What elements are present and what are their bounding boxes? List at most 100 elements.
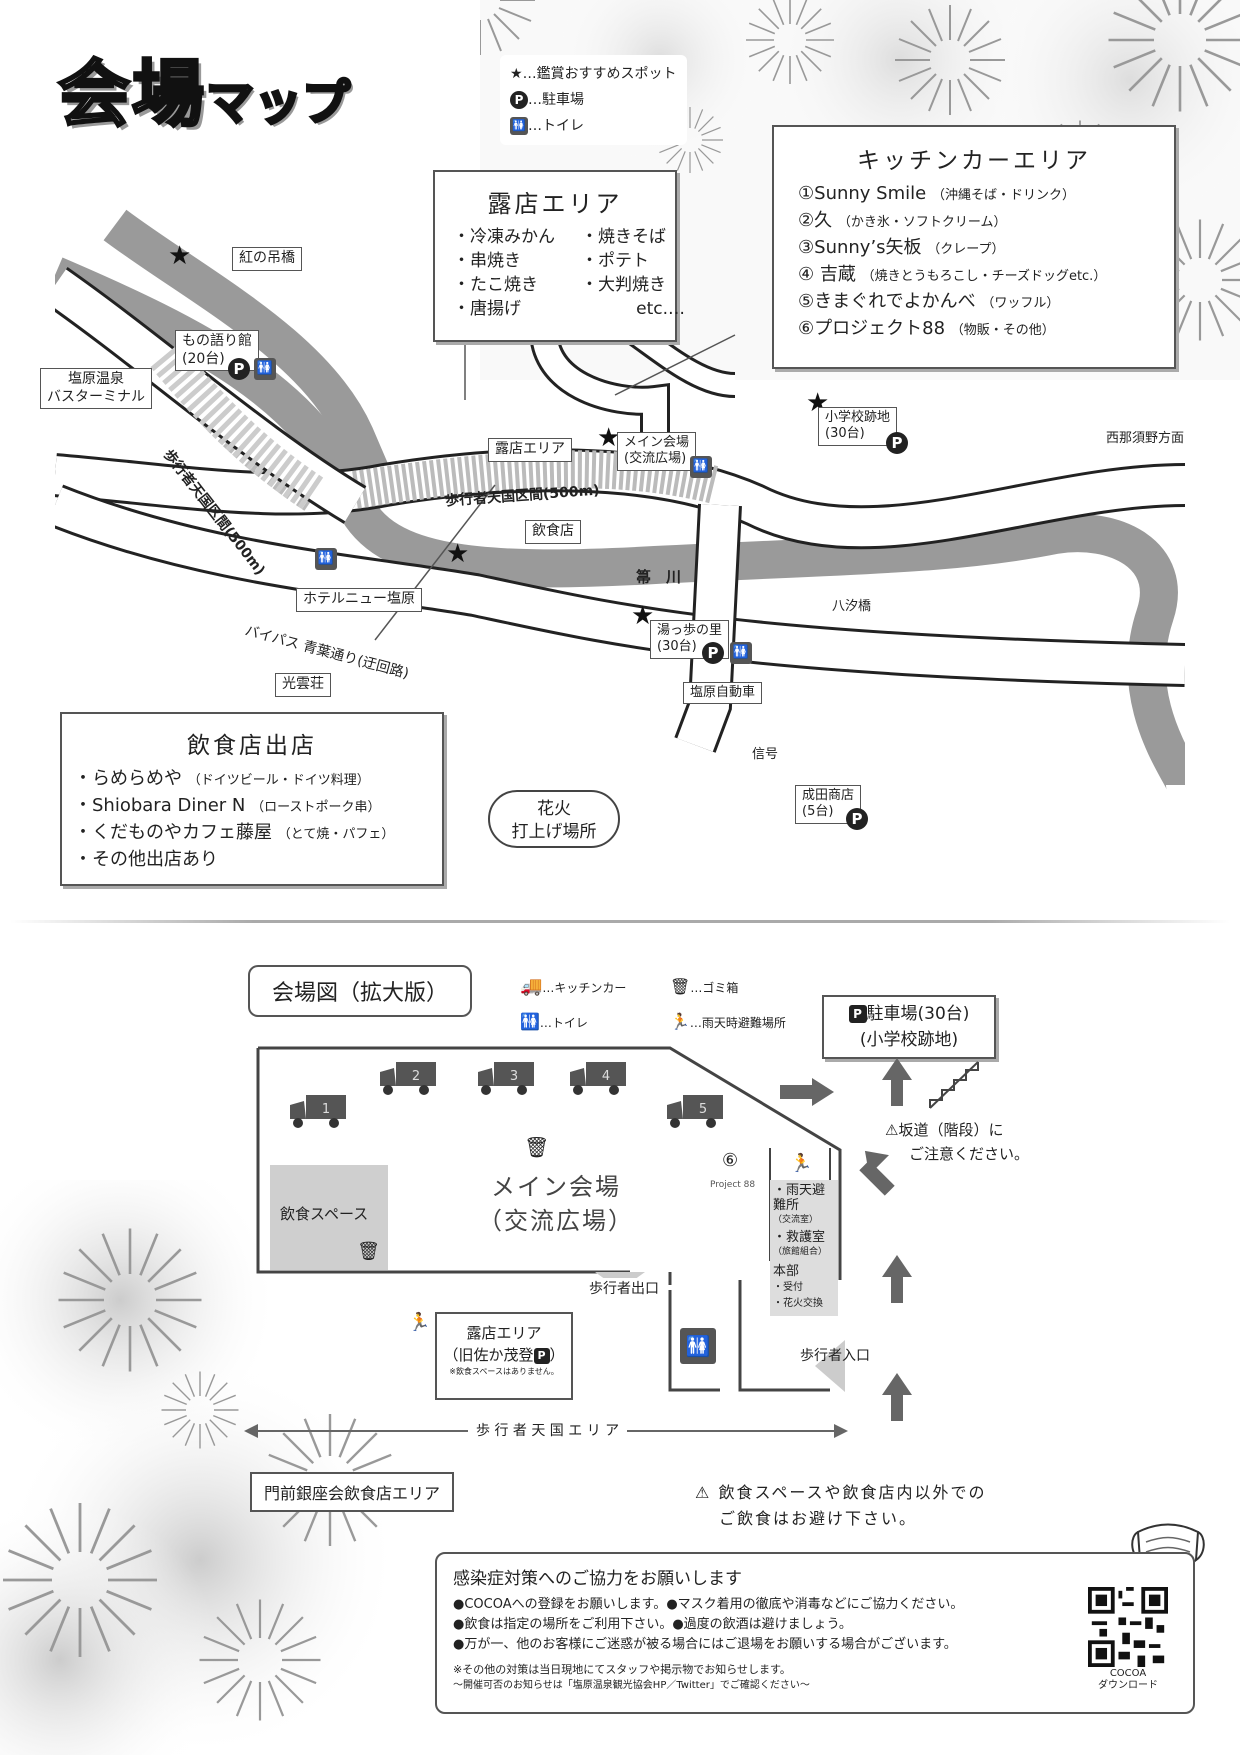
stairs-icon [929, 1061, 979, 1109]
car-dealer-label: 塩原自動車 [683, 682, 763, 705]
page-title: 会場マップ [56, 35, 352, 140]
kitchen-item: ①Sunny Smile （沖縄そば・ドリンク） [798, 183, 1075, 204]
roten-title: 露店エリア [487, 190, 623, 218]
main-venue-label: メイン会場(交流広場) [617, 432, 697, 471]
project88-number: ⑥ [722, 1150, 739, 1171]
parking-icon: P [886, 432, 908, 454]
kitchen-car-box: キッチンカーエリア ①Sunny Smile （沖縄そば・ドリンク） ②久 （か… [772, 125, 1176, 369]
legend-evacuation: 🏃…雨天時避難場所 [670, 1012, 786, 1031]
toilet-icon: 🚻 [315, 548, 337, 570]
signal-label: 信号 [752, 747, 779, 762]
pedestrian-exit: 歩行者出口 [585, 1278, 663, 1298]
title-sub: マップ [205, 74, 352, 133]
kitchen-item: ④ 吉蔵 （焼きとうもろこし・チーズドッグetc.） [798, 264, 1107, 285]
roten-item: ・ポテト [581, 251, 649, 271]
restaurant-item: ・くだものやカフェ藤屋 （とて焼・パフェ） [74, 822, 395, 843]
yutsubo-label: 湯っ歩の里(30台) [650, 620, 730, 659]
arrow-right-head [812, 1078, 834, 1106]
roten-item: ・串焼き [453, 251, 521, 271]
kitchen-car-3: 3 [478, 1062, 534, 1095]
arrow-left-head [244, 1424, 258, 1438]
star-icon: ★ [446, 539, 470, 569]
area-map [55, 209, 1185, 791]
monzen-label: 門前銀座会飲食店エリア [250, 1472, 455, 1512]
kitchen-item: ②久 （かき氷・ソフトクリーム） [798, 210, 1007, 231]
main-venue-title: メイン会場（交流広場） [478, 1173, 634, 1235]
map-legend: ★…鑑賞おすすめスポット P…駐車場 🚻…トイレ [500, 55, 687, 145]
project88-label: Project 88 [710, 1180, 756, 1190]
warning-icon: ⚠ [885, 1121, 899, 1139]
truck-number: 4 [602, 1069, 610, 1084]
legend-toilet: 🚻…トイレ [510, 113, 677, 139]
momiji-bridge-label: 紅の吊橋 [232, 247, 302, 271]
star-icon: ★ [597, 423, 621, 453]
eating-space: 飲食スペース 🗑 [270, 1165, 388, 1270]
infection-line: ●万が一、他のお客様にご迷惑が被る場合にはご退場をお願いする場合がございます。 [453, 1637, 957, 1652]
trash-icon: 🗑 [524, 1135, 550, 1159]
infection-line: ●飲食は指定の場所をご利用下さい。●過度の飲酒は避けましょう。 [453, 1617, 852, 1632]
kounsou-label: 光雲荘 [275, 673, 331, 697]
roten-item: ・焼きそば [581, 227, 666, 247]
eating-notice: ⚠ 飲食スペースや飲食店内以外でのご飲食はお避け下さい。 [695, 1483, 987, 1528]
warning-icon: ⚠ [695, 1483, 712, 1502]
roten-item: etc.… [636, 299, 685, 319]
venue-title: 会場図（拡大版） [248, 965, 473, 1017]
eating-space-label: 飲食スペース [280, 1205, 369, 1223]
parking-icon: P [510, 91, 528, 109]
truck-number: 3 [510, 1069, 518, 1084]
parking-icon: P [533, 1347, 550, 1364]
tengoku-label: 歩 行 者 天 国 エ リ ア [468, 1420, 628, 1440]
restaurant-box: 飲食店出店 ・らめらめや （ドイツビール・ドイツ料理） ・Shiobara Di… [60, 712, 444, 886]
truck-icon: 🚚 [520, 976, 543, 997]
headquarters: 本部 ・受付 ・花火交換 [770, 1260, 838, 1316]
school-site-label: 小学校跡地(30台) [818, 407, 898, 446]
evacuation-icon: 🏃 [790, 1153, 813, 1174]
legend-toilet: 🚻…トイレ [520, 1012, 588, 1031]
toilet-icon: 🚻 [520, 1012, 540, 1031]
infection-note: ～開催可否のお知らせは「塩原温泉観光協会HP／Twitter」でご確認ください～ [453, 1680, 810, 1691]
toilet-icon: 🚻 [690, 456, 712, 478]
venue-legend: 🚚…キッチンカー 🗑…ゴミ箱 🚻…トイレ 🏃…雨天時避難場所 [520, 970, 820, 1040]
toilet-icon: 🚻 [730, 642, 752, 664]
infection-box: 感染症対策へのご協力をお願いします ●COCOAへの登録をお願いします。●マスク… [435, 1552, 1195, 1714]
restaurant-title: 飲食店出店 [187, 733, 317, 759]
evacuation-icon: 🏃 [408, 1312, 431, 1333]
fireworks-launch-site: 花火打上げ場所 [488, 790, 620, 848]
legend-trash: 🗑…ゴミ箱 [670, 977, 739, 996]
kitchen-car-2: 2 [380, 1062, 436, 1095]
restaurant-list: ・らめらめや （ドイツビール・ドイツ料理） ・Shiobara Diner N … [62, 760, 442, 872]
cocoa-qr-code[interactable] [1088, 1587, 1168, 1667]
evacuation-shelter: ・雨天避難所 （交流室） ・救護室 （旅館組合） [770, 1180, 838, 1263]
toilet-icon: 🚻 [510, 117, 528, 135]
title-main: 会場 [56, 51, 207, 138]
toilet-icon: 🚻 [254, 358, 276, 380]
infection-title: 感染症対策へのご協力をお願いします [453, 1569, 742, 1589]
kitchen-item: ⑥プロジェクト88 （物販・その他） [798, 318, 1055, 339]
pedestrian-entrance: 歩行者入口 [800, 1348, 870, 1364]
roten-list: ・冷凍みかん ・焼きそば ・串焼き ・ポテト ・たこ焼き ・大判焼き ・唐揚げ … [435, 219, 685, 321]
truck-number: 2 [412, 1069, 420, 1084]
kitchen-car-5: 5 [667, 1095, 723, 1128]
roten-area-box: 露店エリア ・冷凍みかん ・焼きそば ・串焼き ・ポテト ・たこ焼き ・大判焼き… [433, 170, 685, 342]
infection-note: ※その他の対策は当日現地にてスタッフや掲示物でお知らせします。 [453, 1663, 791, 1676]
kitchen-item: ③Sunny’s矢板 （クレープ） [798, 237, 1005, 258]
hasshio-bridge-label: 八汐橋 [832, 599, 872, 614]
parking-icon: P [702, 642, 724, 664]
legend-parking: P…駐車場 [510, 87, 677, 113]
arrow-stem [891, 1080, 903, 1106]
evacuation-icon: 🏃 [670, 1012, 690, 1031]
kitchen-item: ⑤きまぐれでよかんべ （ワッフル） [798, 291, 1060, 312]
arrow-up-icon [882, 1255, 912, 1277]
kitchen-car-1: 1 [290, 1095, 346, 1128]
kitchen-list: ①Sunny Smile （沖縄そば・ドリンク） ②久 （かき氷・ソフトクリーム… [774, 175, 1174, 343]
fireworks-decoration-bottom [0, 1180, 400, 1755]
bus-terminal-label: 塩原温泉バスターミナル [40, 368, 152, 409]
star-icon: ★ [168, 241, 192, 271]
truck-number: 1 [322, 1102, 330, 1117]
slope-warning: ⚠坂道（階段）にご注意ください。 [885, 1121, 1030, 1163]
star-icon: ★ [510, 66, 523, 82]
star-icon: ★ [631, 601, 655, 631]
kitchen-title: キッチンカーエリア [857, 148, 1091, 174]
